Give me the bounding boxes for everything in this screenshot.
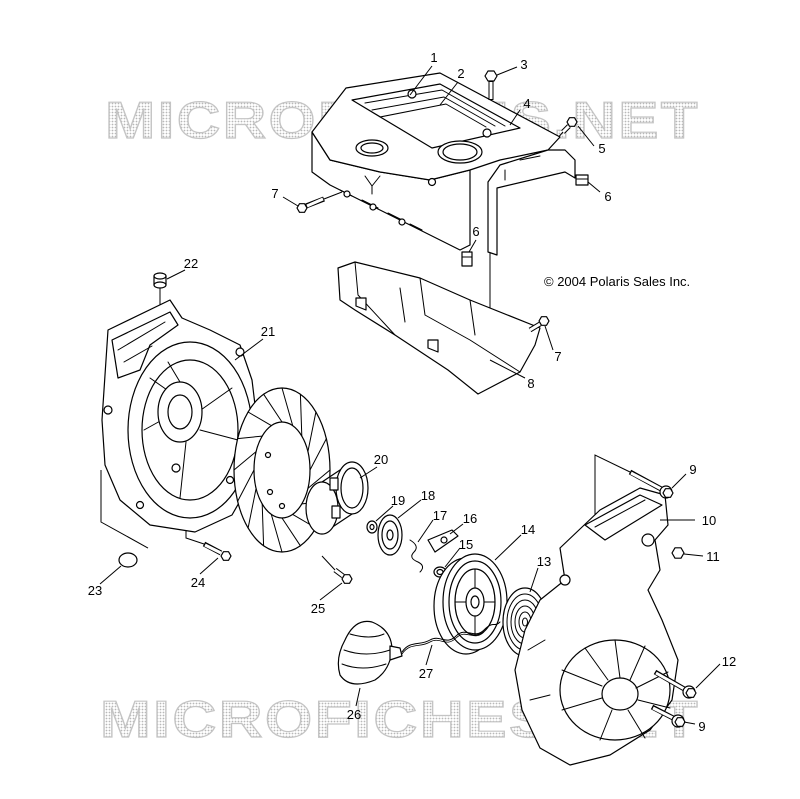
callout-22: 22	[184, 256, 198, 271]
pawl-16	[427, 529, 459, 553]
callout-12: 12	[722, 654, 736, 669]
callout-26: 26	[347, 707, 361, 722]
callout-1: 1	[430, 50, 437, 65]
bolt-24	[202, 541, 232, 561]
grommet-6-lower	[461, 251, 473, 267]
screw-5	[561, 117, 578, 134]
bolt-7-left	[296, 196, 325, 213]
callout-8: 8	[527, 376, 534, 391]
engine-top-cover	[311, 72, 576, 256]
callout-18: 18	[421, 488, 435, 503]
callout-17: 17	[433, 508, 447, 523]
callout-14: 14	[521, 522, 535, 537]
callout-2: 2	[457, 66, 464, 81]
bolt-12	[653, 669, 697, 699]
starter-rope	[401, 621, 501, 655]
callout-10: 10	[702, 513, 716, 528]
blower-housing	[101, 299, 259, 533]
callout-21: 21	[261, 324, 275, 339]
washer-19	[366, 520, 378, 534]
callout-25: 25	[311, 601, 325, 616]
leader-lines	[99, 65, 721, 725]
callout-labels: 1 2 3 4 5 6 6 7 7 8 9 9 10 11 12 13 14 1…	[88, 50, 736, 734]
bolt-7-right	[528, 316, 550, 333]
bolt-25	[333, 568, 353, 584]
spring-17	[409, 539, 424, 573]
bolt-9-lower	[650, 704, 686, 728]
washer-18	[377, 514, 403, 556]
callout-11: 11	[706, 549, 720, 564]
callout-15: 15	[459, 537, 473, 552]
callout-27: 27	[419, 666, 433, 681]
callout-7-left: 7	[271, 186, 278, 201]
callout-9-upper: 9	[689, 462, 696, 477]
callout-4: 4	[523, 96, 530, 111]
bolt-9-upper	[628, 469, 674, 499]
callout-6-lower: 6	[472, 224, 479, 239]
bolt-3	[484, 70, 498, 100]
grommet-6-upper	[575, 174, 589, 186]
callout-6-upper: 6	[604, 189, 611, 204]
callout-23: 23	[88, 583, 102, 598]
callout-13: 13	[537, 554, 551, 569]
lower-shroud	[337, 261, 541, 395]
callout-24: 24	[191, 575, 205, 590]
starter-pulley	[433, 553, 508, 655]
callout-20: 20	[374, 452, 388, 467]
callout-5: 5	[598, 141, 605, 156]
plug-23	[118, 552, 138, 568]
recoil-housing	[514, 487, 679, 766]
cap-22	[153, 272, 167, 289]
callout-7-right: 7	[554, 349, 561, 364]
callout-16: 16	[463, 511, 477, 526]
callout-19: 19	[391, 493, 405, 508]
starter-handle	[337, 620, 403, 685]
nut-11	[671, 547, 685, 559]
copyright-notice: © 2004 Polaris Sales Inc.	[544, 274, 690, 289]
callout-3: 3	[520, 57, 527, 72]
callout-9-lower: 9	[698, 719, 705, 734]
starter-cup	[305, 461, 369, 535]
